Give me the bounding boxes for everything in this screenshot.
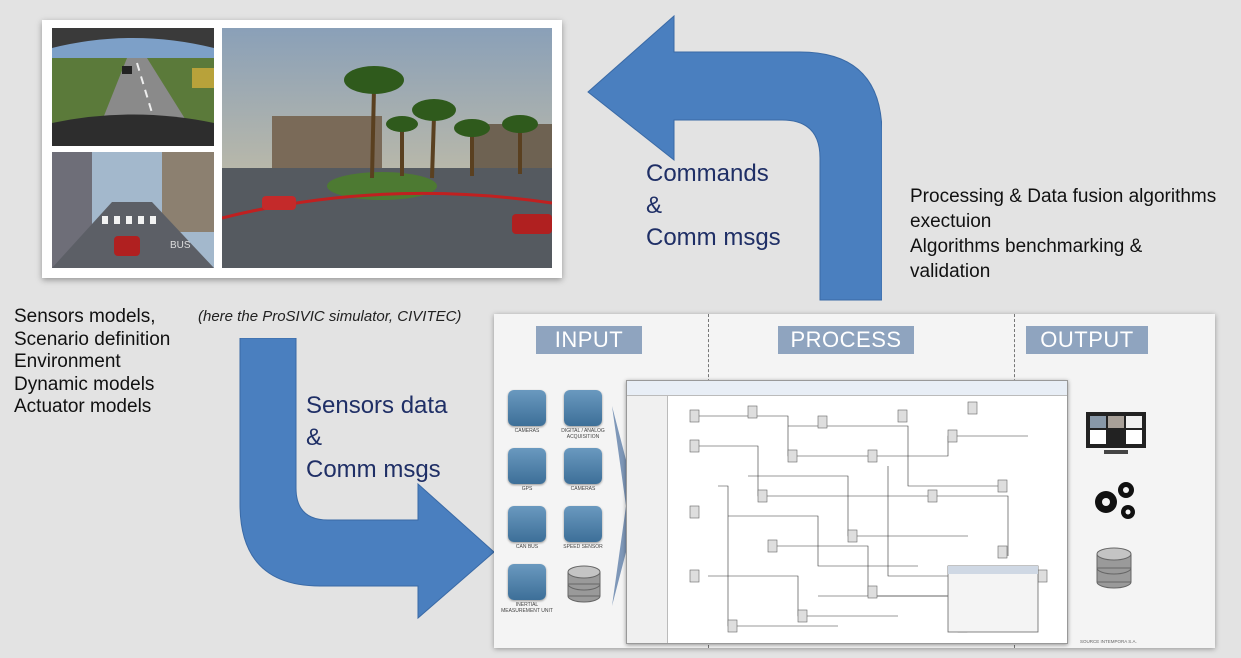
tile-label: CAMERAS bbox=[514, 428, 540, 434]
rtmaps-framework-panel: INPUT PROCESS OUTPUT CAMERAS DIGITAL / A… bbox=[494, 314, 1215, 648]
window-sidebar bbox=[627, 396, 668, 643]
processing-description: Processing & Data fusion algorithms exec… bbox=[910, 184, 1216, 284]
list-item: Dynamic models bbox=[14, 373, 155, 395]
monitor-icon bbox=[1086, 412, 1146, 454]
tile-label: CAMERAS bbox=[570, 486, 596, 492]
camera-icon bbox=[508, 390, 546, 426]
speed-icon bbox=[564, 506, 602, 542]
gears-icon bbox=[1095, 482, 1135, 519]
commands-line: Comm msgs bbox=[646, 224, 781, 251]
database-icon bbox=[1096, 547, 1132, 589]
list-item: Actuator models bbox=[14, 396, 152, 417]
gps-icon bbox=[508, 448, 546, 484]
list-item: Scenario definition bbox=[14, 328, 171, 350]
description-line: Algorithms benchmarking & bbox=[910, 236, 1143, 257]
sensors-label: Sensors data & Comm msgs bbox=[306, 390, 447, 486]
sensors-line: & bbox=[306, 424, 323, 451]
commands-line: Commands bbox=[646, 160, 769, 187]
process-header: PROCESS bbox=[778, 326, 914, 354]
can-bus-icon bbox=[508, 506, 546, 542]
description-line: validation bbox=[910, 261, 991, 282]
simulator-note: (here the ProSIVIC simulator, CIVITEC) bbox=[198, 308, 462, 325]
output-header: OUTPUT bbox=[1026, 326, 1148, 354]
commands-label: Commands & Comm msgs bbox=[646, 158, 781, 254]
simulator-features-list: Sensors models, Scenario definition Envi… bbox=[14, 306, 170, 419]
simulator-screenshots: BUS bbox=[42, 20, 562, 278]
tile-label: INERTIAL MEASUREMENT UNIT bbox=[501, 602, 553, 614]
cockpit-view-image bbox=[52, 28, 214, 146]
list-item: Environment bbox=[14, 351, 121, 372]
list-item: Sensors models, bbox=[14, 306, 156, 327]
roundabout-view-image bbox=[222, 28, 552, 268]
sensors-arrow bbox=[239, 338, 495, 620]
diagram-canvas bbox=[689, 401, 1048, 633]
tile-label: DIGITAL / ANALOG ACQUISITION bbox=[561, 428, 605, 440]
camera-icon bbox=[564, 448, 602, 484]
input-header: INPUT bbox=[536, 326, 642, 354]
street-view-image: BUS bbox=[52, 152, 214, 268]
description-line: exectuion bbox=[910, 211, 992, 232]
waveform-icon bbox=[564, 390, 602, 426]
svg-text:BUS: BUS bbox=[170, 240, 191, 251]
commands-line: & bbox=[646, 192, 663, 219]
sensors-line: Comm msgs bbox=[306, 456, 441, 483]
window-toolbar bbox=[627, 381, 1067, 396]
tile-label: GPS bbox=[521, 486, 533, 492]
source-credit: SOURCE INTEMPORA S.A. bbox=[1080, 639, 1137, 644]
description-line: Processing & Data fusion algorithms bbox=[910, 186, 1217, 207]
tile-label: SPEED SENSOR bbox=[563, 544, 603, 550]
imu-icon bbox=[508, 564, 546, 600]
sensors-line: Sensors data bbox=[306, 392, 448, 419]
diagram-editor-window bbox=[626, 380, 1068, 644]
commands-arrow bbox=[587, 14, 882, 301]
tile-label: CAN BUS bbox=[515, 544, 539, 550]
database-icon bbox=[567, 565, 601, 603]
